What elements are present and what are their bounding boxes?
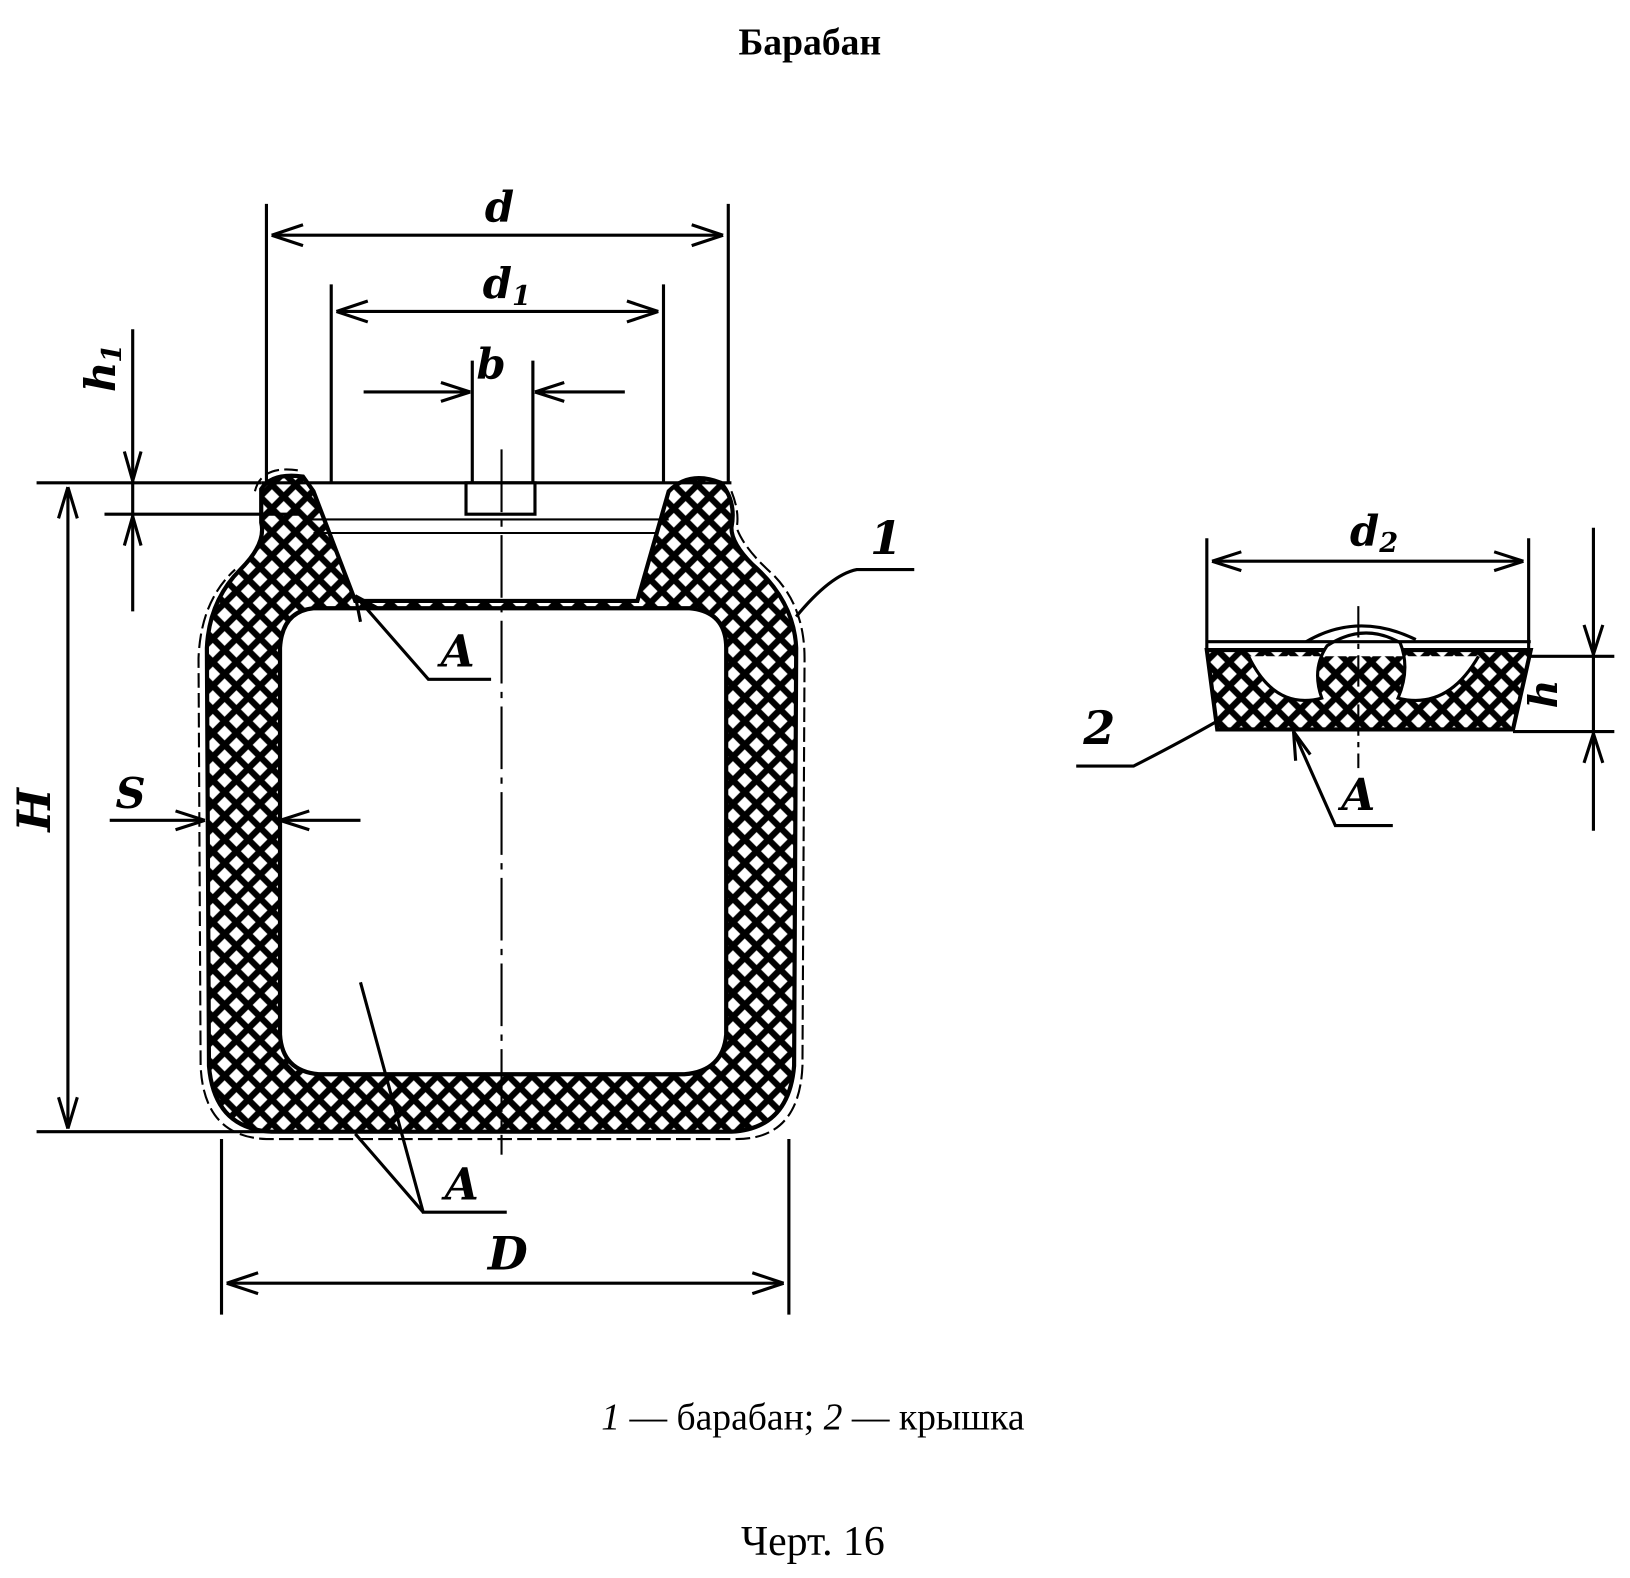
svg-text:d: d bbox=[483, 259, 512, 308]
figure-number: Черт. 16 bbox=[741, 1519, 885, 1565]
lid-drawing bbox=[1076, 527, 1615, 831]
drawing-title: Барабан bbox=[738, 21, 881, 63]
svg-text:2: 2 bbox=[1378, 527, 1398, 559]
svg-text:H: H bbox=[7, 787, 61, 834]
svg-text:d: d bbox=[485, 183, 514, 232]
legend-caption: 1 — барабан; 2 — крышка bbox=[601, 1397, 1025, 1439]
svg-text:b: b bbox=[476, 339, 505, 388]
svg-text:1: 1 bbox=[870, 511, 902, 565]
svg-text:A: A bbox=[1337, 770, 1375, 821]
svg-text:d: d bbox=[1350, 507, 1379, 556]
svg-text:h: h bbox=[1521, 679, 1567, 708]
svg-text:D: D bbox=[486, 1227, 528, 1281]
svg-text:1: 1 bbox=[96, 344, 128, 363]
drum-labels: d d 1 b h 1 H S A A D 1 bbox=[7, 183, 902, 1281]
drum-body bbox=[197, 449, 806, 1155]
svg-text:h: h bbox=[76, 362, 125, 392]
svg-text:2: 2 bbox=[1082, 701, 1115, 755]
lid-labels: d 2 h A 2 bbox=[1082, 507, 1567, 821]
svg-text:1: 1 bbox=[512, 280, 531, 312]
svg-text:S: S bbox=[116, 769, 146, 818]
dimension-lines bbox=[36, 203, 915, 1315]
svg-text:A: A bbox=[437, 627, 475, 678]
svg-text:A: A bbox=[441, 1160, 479, 1211]
